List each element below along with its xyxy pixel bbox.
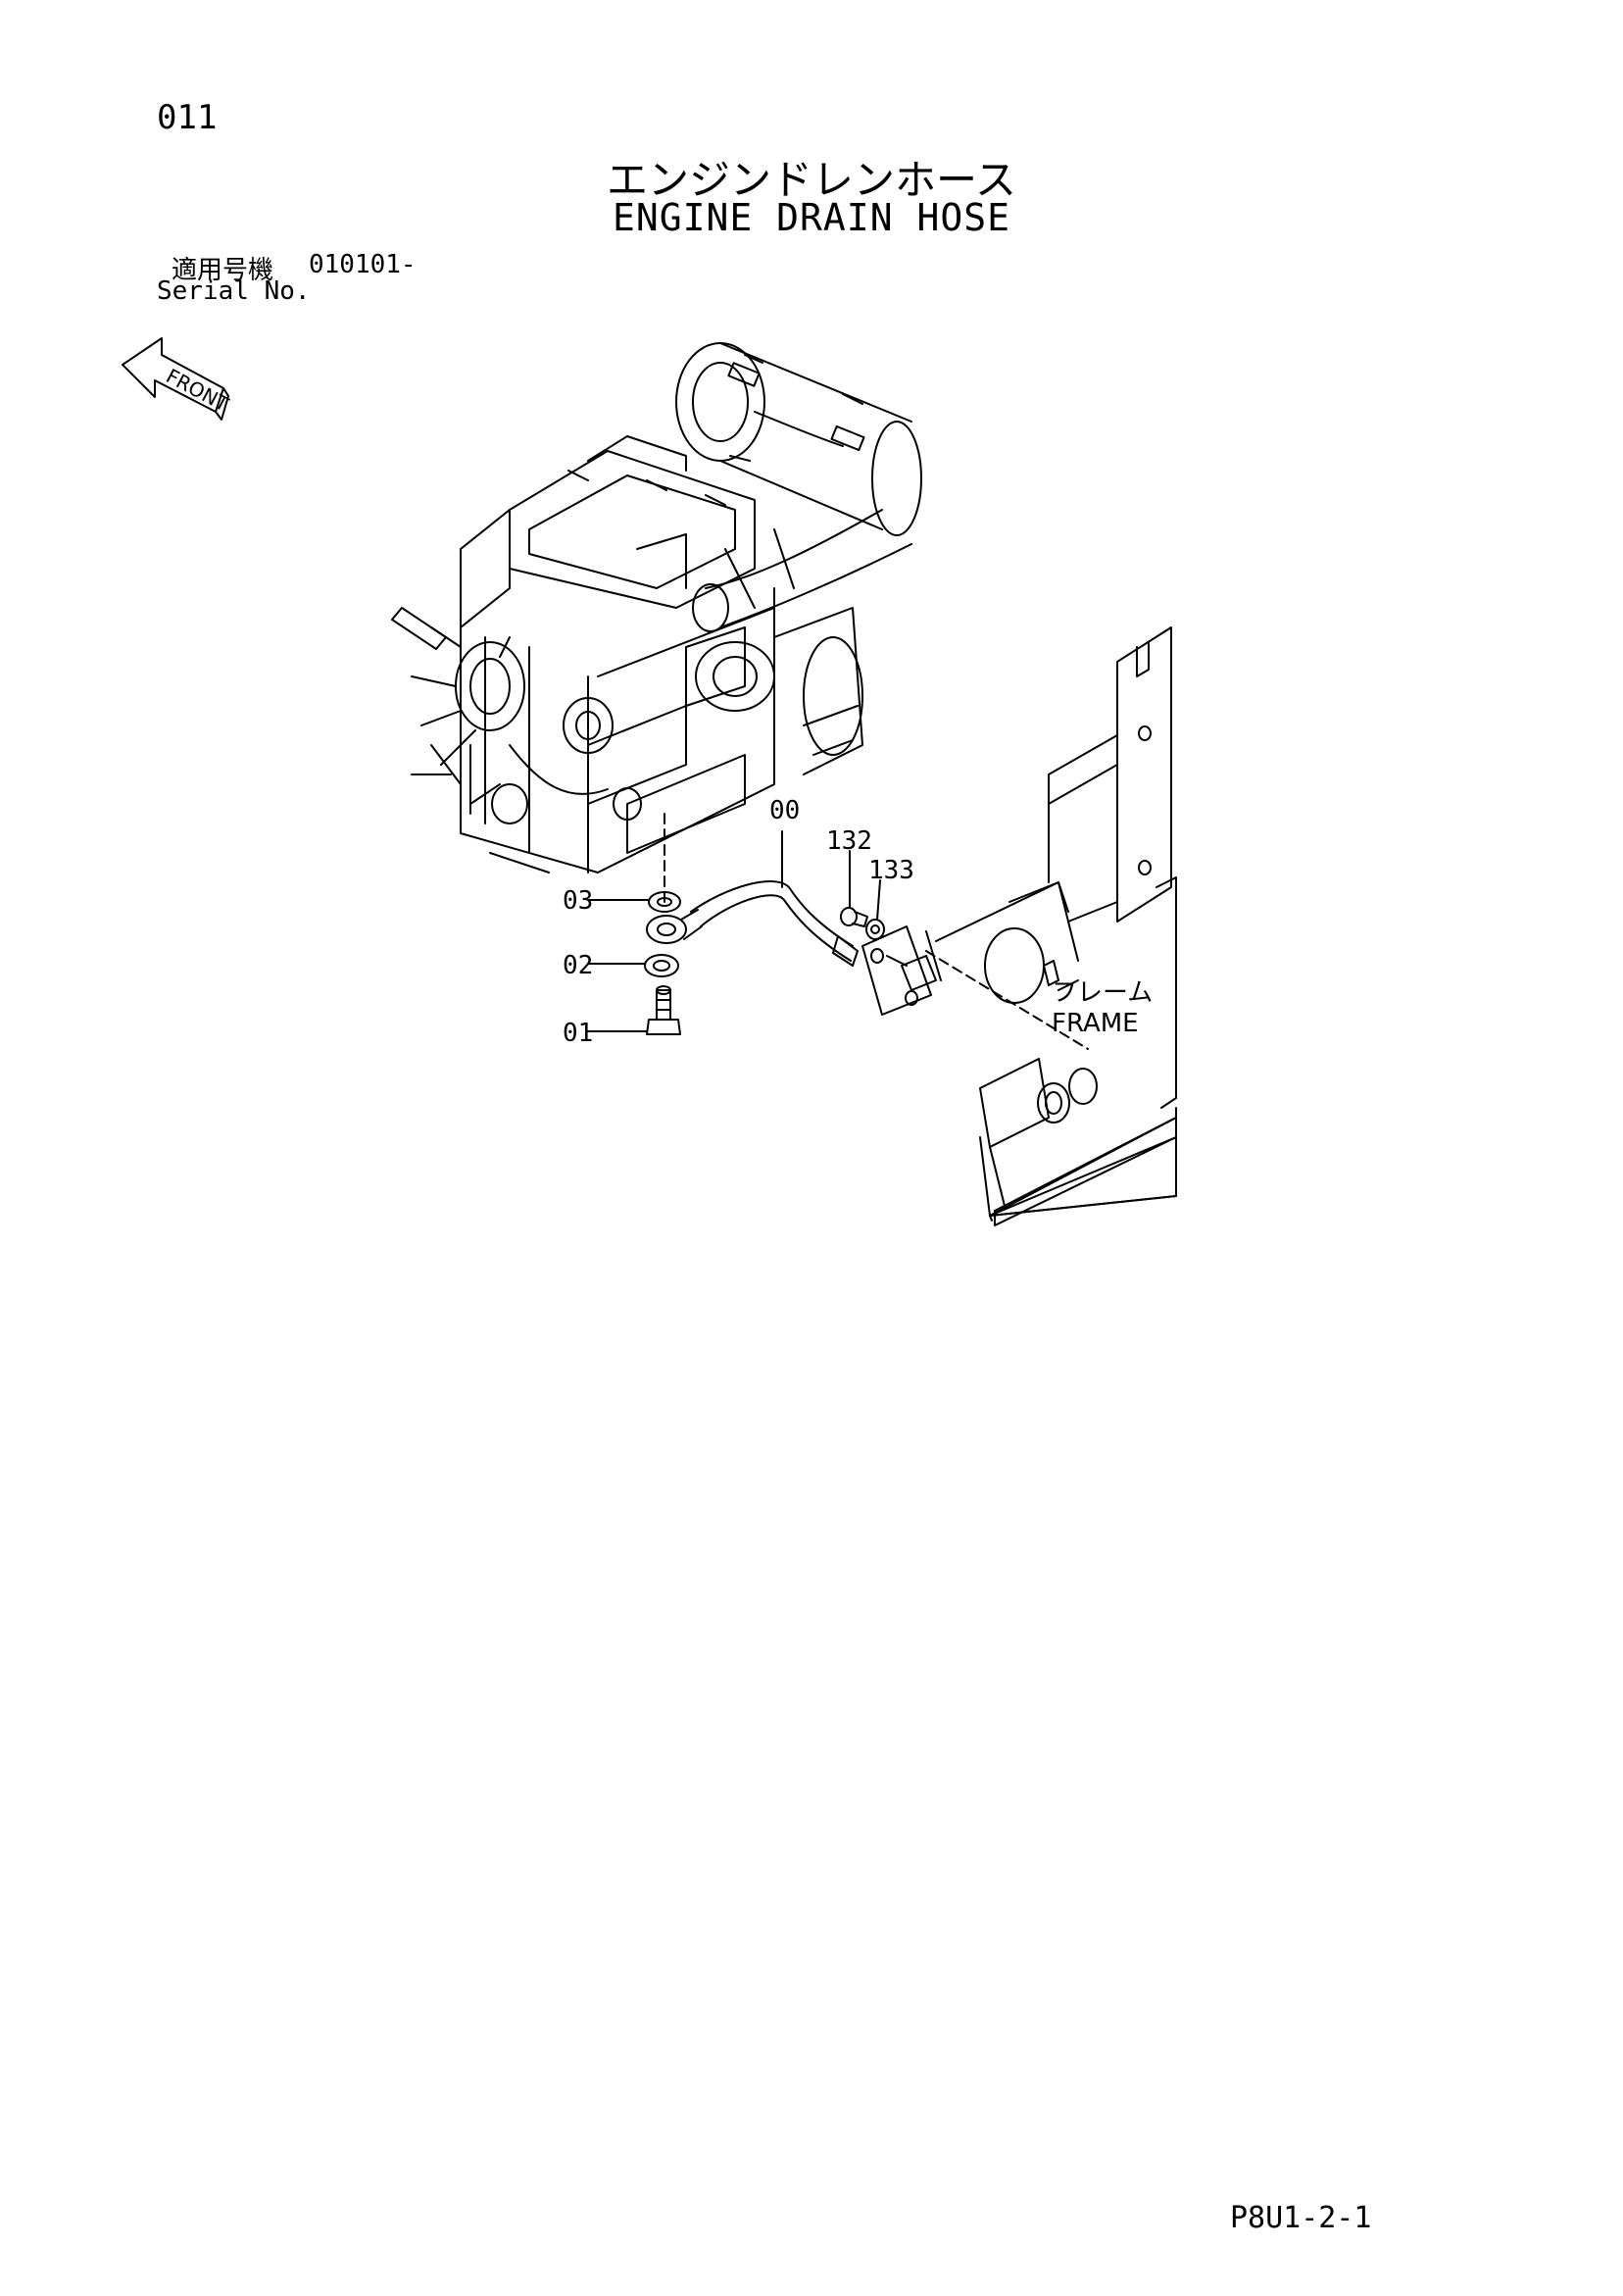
frame-label-english: FRAME [1052,1009,1139,1038]
hose-through-frame-guide [925,950,1089,1050]
leader-frame [1057,979,1079,991]
hose-fitting-drawing [861,925,937,1016]
bolt-132-drawing [840,907,868,927]
callout-03: 03 [563,886,593,916]
callout-133: 133 [868,856,914,885]
drain-hose-drawing [690,880,859,967]
serial-label-english: Serial No. [157,276,311,306]
front-arrow-label: FRONT [163,364,233,417]
washer-02-drawing [644,954,679,977]
engine-drawing [391,435,863,873]
front-arrow-icon: FRONT [122,337,233,421]
washer-03-drawing [648,891,681,913]
callout-02: 02 [563,951,593,980]
page-code: P8U1-2-1 [1230,2201,1372,2235]
title-english: ENGINE DRAIN HOSE [613,196,1010,239]
eye-bolt-01-drawing [646,985,681,1035]
frame-label-japanese: フレーム [1052,978,1153,1008]
serial-range: 010101- [309,250,417,279]
frame-drawing [925,626,1177,1226]
washer-133-drawing [865,919,885,940]
banjo-eye-drawing [646,909,703,944]
muffler-drawing [675,342,922,536]
serial-label-japanese: 適用号機 [172,256,274,285]
title-japanese: エンジンドレンホース [607,156,1016,204]
leader-133 [876,879,881,921]
callout-132: 132 [826,826,872,856]
callout-00: 00 [769,796,800,825]
callout-01: 01 [563,1019,593,1048]
page-number: 011 [157,98,218,137]
